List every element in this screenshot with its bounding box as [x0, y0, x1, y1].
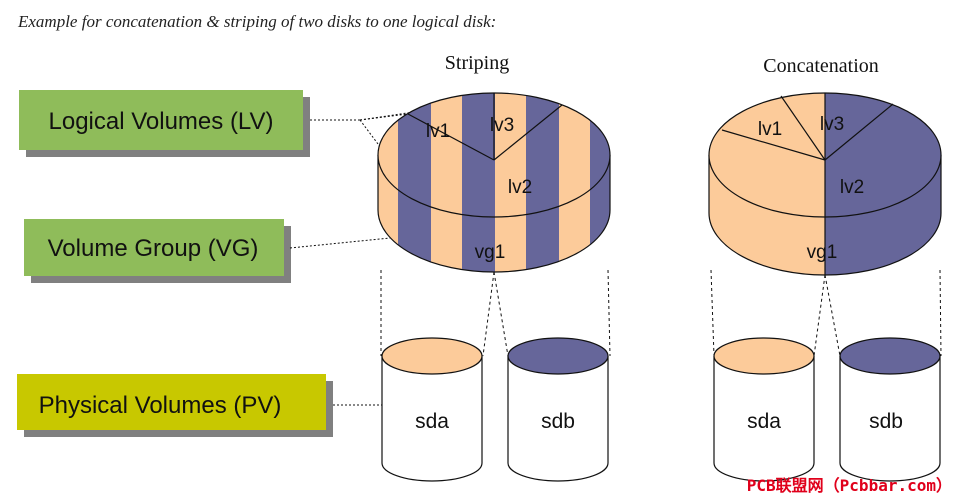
concat-sda-label: sda: [747, 410, 781, 433]
concat-sda-top: [713, 337, 815, 375]
striping-partition-line: [407, 113, 495, 161]
striping-map-line: [493, 271, 509, 357]
striping-top-stripe: [462, 93, 495, 217]
striping-partitions: [407, 93, 563, 161]
legend-lv-label: Logical Volumes (LV): [49, 108, 274, 135]
concat-sda-cylinder: sda: [713, 337, 815, 482]
striping-disk: lv1 lv3 lv2 vg1: [377, 92, 611, 273]
concat-sdb-cylinder: sdb: [839, 337, 941, 482]
striping-top-stripe: [526, 93, 559, 217]
legend-pv-fill: [17, 374, 326, 430]
striping-vg-label: vg1: [475, 242, 506, 263]
striping-sdb-body: [507, 356, 609, 482]
concatenation-disk: lv1 lv3 lv2 vg1: [708, 92, 942, 276]
concat-lv2-label: lv2: [840, 177, 864, 198]
concat-map-line: [824, 274, 841, 357]
striping-sdb-label: sdb: [541, 410, 575, 433]
concat-lv1-label: lv1: [758, 119, 782, 140]
concat-partition-line: [780, 95, 826, 161]
concat-sdb-top: [839, 337, 941, 375]
striping-lv3-label: lv3: [490, 115, 514, 136]
concat-sdb-body: [839, 356, 941, 482]
concat-vg-label: vg1: [807, 242, 838, 263]
striping-sda-label: sda: [415, 410, 449, 433]
striping-map-line: [482, 271, 495, 357]
legend-vg-box: Volume Group (VG): [24, 219, 291, 283]
concat-lv3-label: lv3: [820, 114, 844, 135]
concat-top-face: [709, 93, 941, 217]
striping-sda-top: [381, 337, 483, 375]
diagram-caption: Example for concatenation & striping of …: [17, 12, 496, 31]
legend-vg-fill: [24, 219, 284, 276]
concat-partition-line: [721, 129, 826, 161]
concat-sda-body: [713, 356, 815, 482]
concat-map-line: [710, 269, 715, 357]
concat-sdb-label: sdb: [869, 410, 903, 433]
striping-sda-body: [381, 356, 483, 482]
concat-partition-line: [824, 103, 894, 161]
legend-lv-fill: [19, 90, 303, 150]
striping-sdb-cylinder: sdb: [507, 337, 609, 482]
legend-pv-box: Physical Volumes (PV): [17, 374, 333, 437]
lv-pointer-lv1: [359, 109, 441, 121]
mapping-lines: [380, 269, 942, 357]
watermark-text: PCB联盟网（Pcbbar.com）: [747, 476, 952, 495]
striping-sdb-top: [507, 337, 609, 375]
striping-lv2-label: lv2: [508, 177, 532, 198]
striping-sda-cylinder: sda: [381, 337, 483, 482]
legend-lv-box: Logical Volumes (LV): [19, 90, 310, 157]
legend-vg-label: Volume Group (VG): [48, 235, 259, 262]
striping-partition-line: [493, 104, 563, 161]
concat-partitions: [721, 93, 894, 275]
legend-pv-label: Physical Volumes (PV): [39, 392, 282, 419]
concat-map-line: [813, 274, 826, 357]
concat-map-line: [939, 269, 942, 357]
striping-lv1-label: lv1: [426, 121, 450, 142]
concatenation-title: Concatenation: [763, 55, 879, 77]
striping-title: Striping: [445, 52, 509, 74]
striping-map-line: [607, 269, 611, 357]
striping-side-outline: [377, 155, 611, 273]
